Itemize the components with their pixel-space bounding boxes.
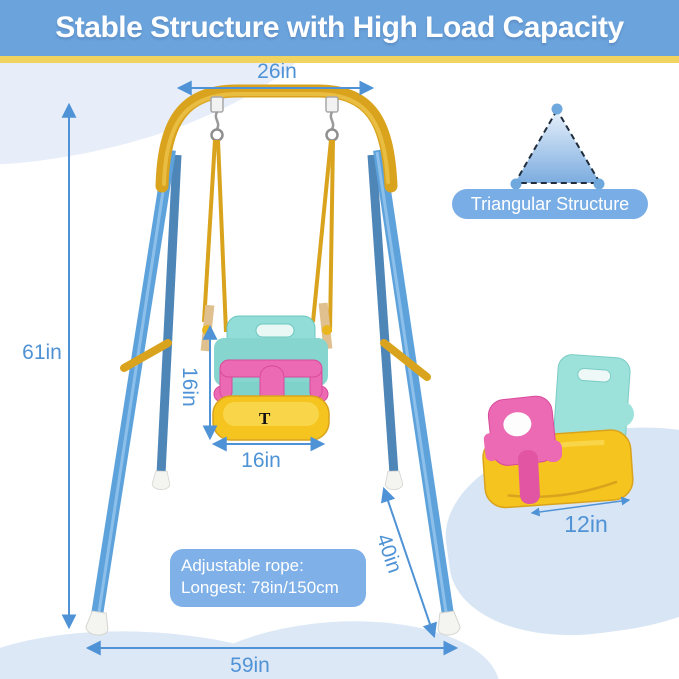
dimension-arrow-frame-depth: [381, 486, 437, 639]
side-seat-armrest: [608, 401, 634, 427]
triangular-structure-icon: [510, 103, 605, 190]
seat-watermark: T: [259, 409, 271, 428]
back-left-leg: [156, 154, 182, 475]
left-hanger-hook: [210, 96, 224, 142]
right-cross-brace: [380, 339, 431, 381]
dimension-arrow-seat-depth: [530, 496, 631, 517]
swing-seat-side-view: [482, 354, 634, 509]
swing-seat-front-view: T: [200, 302, 333, 441]
page-title: Stable Structure with High Load Capacity: [55, 11, 624, 44]
side-seat-handle-slot: [577, 368, 612, 383]
triangle-left-dot: [510, 178, 522, 190]
front-left-foot: [84, 610, 111, 637]
back-right-foot: [384, 470, 404, 491]
dimension-arrows: [61, 80, 631, 656]
dimension-label-seat-back-height: 16in: [178, 367, 201, 407]
banner-yellow-strip: [0, 56, 679, 63]
swing-ropes: [202, 139, 335, 333]
triangular-structure-callout: Triangular Structure: [452, 189, 648, 219]
top-bar-highlight: [162, 92, 390, 186]
triangle-apex-dot: [551, 103, 563, 115]
dimension-label-seat-depth: 12in: [564, 511, 608, 537]
triangular-structure-label: Triangular Structure: [470, 193, 630, 214]
dimension-label-frame-height: 61in: [22, 341, 62, 364]
side-guard-arm: [544, 440, 562, 462]
front-right-foot: [435, 610, 462, 637]
dimension-label-base-width: 59in: [230, 654, 270, 677]
side-safety-guard: [483, 395, 557, 466]
back-left-foot: [151, 470, 171, 491]
triangle-shape: [514, 109, 601, 184]
adjustable-rope-callout: Adjustable rope: Longest: 78in/150cm: [170, 549, 366, 607]
left-cross-brace: [120, 339, 172, 372]
right-rope-anchor: [322, 325, 332, 335]
side-guard-t-bar: [518, 449, 540, 505]
seat-base-inner: [223, 402, 319, 426]
swing-frame: [84, 84, 462, 637]
dimension-label-seat-width: 16in: [241, 449, 281, 472]
side-seat-base-groove: [507, 480, 618, 499]
right-hanger-hook: [325, 96, 339, 142]
title-banner: Stable Structure with High Load Capacity: [0, 0, 679, 56]
front-left-leg-highlight: [97, 151, 171, 613]
seat-handle-slot: [255, 323, 295, 338]
triangle-right-dot: [593, 178, 605, 190]
dimension-label-top-width: 26in: [257, 60, 297, 83]
rope-note-line1: Adjustable rope:: [181, 556, 304, 575]
rope-note-line2: Longest: 78in/150cm: [181, 578, 339, 598]
back-right-leg: [367, 154, 399, 475]
